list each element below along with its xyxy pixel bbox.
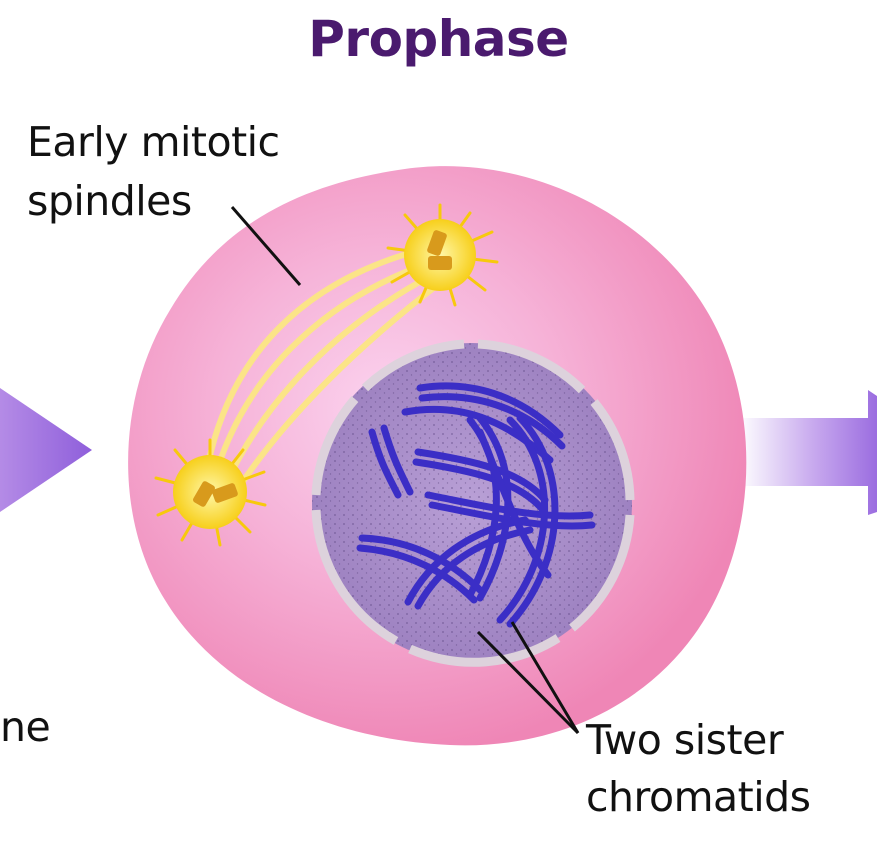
nuclear-envelope [311,339,635,667]
chromatids-leader-line-2 [510,621,580,734]
right-arrow [738,390,877,515]
spindles-label-line2: spindles [27,177,192,225]
chromatids-leader-line-1 [476,630,580,735]
chromatids [356,382,596,628]
centrosome-bottom [154,438,267,547]
chromatids-label-line2: chromatids [586,773,811,821]
spindles-label-line1: Early mitotic [27,118,280,166]
cut-off-label: ne [0,703,51,751]
centrosome-top [386,203,499,307]
diagram-title: Prophase [308,10,569,68]
left-arrow [0,388,92,512]
spindles-leader-line [230,206,302,286]
chromatids-label-line1: Two sister [586,716,784,764]
